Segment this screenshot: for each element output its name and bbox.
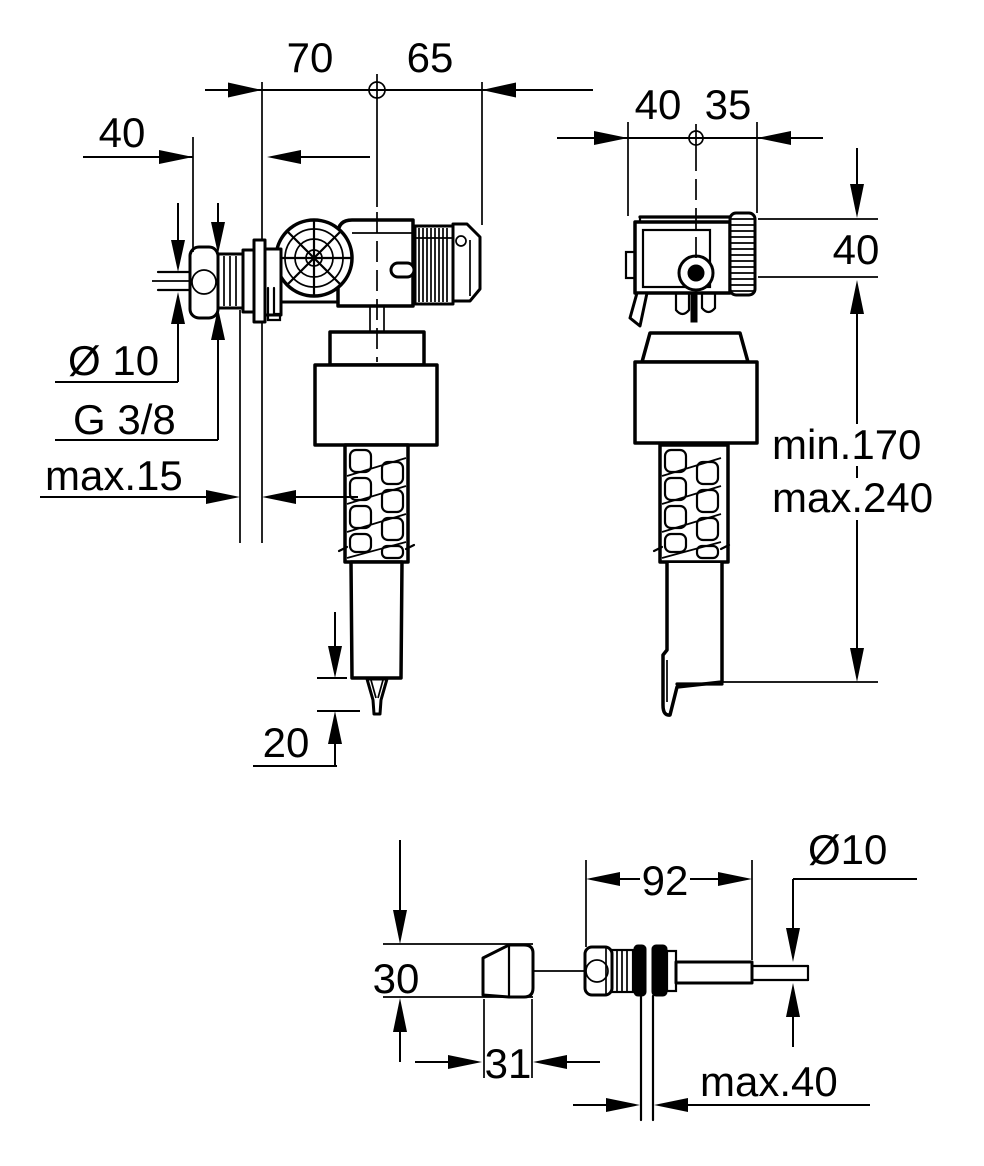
cap-length-label: 31 <box>485 1040 532 1087</box>
thread-size-label: G 3/8 <box>73 396 176 443</box>
side-thread-cage <box>652 443 731 564</box>
max-height-label: max.240 <box>772 474 933 521</box>
pipe-diameter-label: Ø 10 <box>68 337 159 384</box>
side-view-valve <box>624 211 759 717</box>
front-thread-cage <box>337 443 416 564</box>
side-view-dimensions: 40 35 40 min.170 max.240 <box>557 81 954 683</box>
detail-view-dimensions: 30 31 92 Ø10 max.40 <box>373 826 917 1112</box>
wall-thickness-label: max.15 <box>45 452 183 499</box>
dim-depth-35-label: 35 <box>705 81 752 128</box>
inlet-fitting <box>152 238 283 324</box>
min-height-label: min.170 <box>772 421 921 468</box>
front-view-valve <box>152 218 482 716</box>
rod-length-label: 92 <box>642 857 689 904</box>
front-view-dimensions: 70 65 40 Ø 10 G 3/8 max.15 <box>40 34 593 767</box>
dim-depth-40-label: 40 <box>635 81 682 128</box>
float-wheel <box>274 218 354 298</box>
dim-40-offset-label: 40 <box>99 109 146 156</box>
rod-diameter-label: Ø10 <box>808 826 887 873</box>
cap-diameter-label: 30 <box>373 955 420 1002</box>
dim-70-label: 70 <box>287 34 334 81</box>
front-knob-ribs <box>418 228 448 302</box>
detail-view-parts <box>481 943 810 1122</box>
insert-depth-label: max.40 <box>700 1058 838 1105</box>
side-knob-ribs <box>731 218 754 292</box>
outlet-drop-label: 40 <box>833 226 880 273</box>
dim-65-label: 65 <box>407 34 454 81</box>
tip-length-label: 20 <box>263 719 310 766</box>
